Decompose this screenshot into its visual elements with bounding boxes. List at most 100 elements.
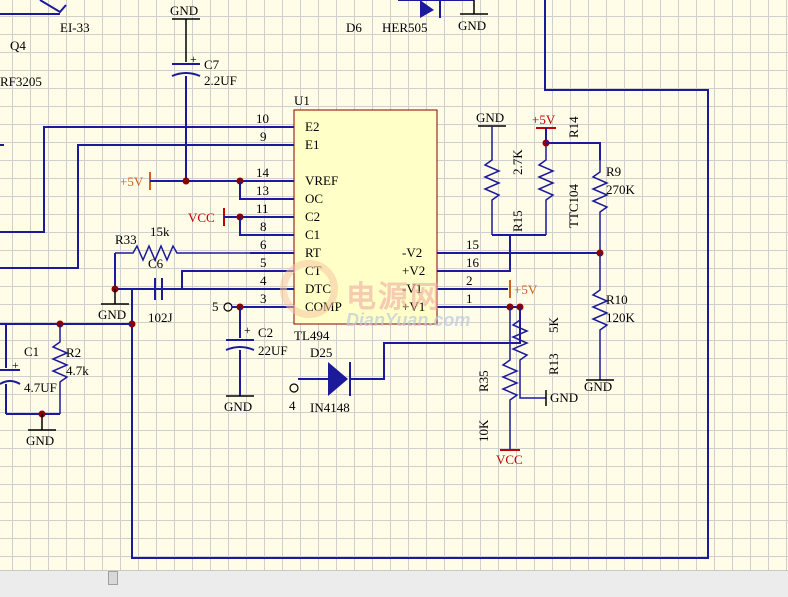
svg-text:RT: RT (305, 245, 321, 260)
q4-ref: Q4 (10, 38, 26, 53)
port-5[interactable]: 5 (212, 299, 233, 314)
r13-resistor: 5K R13 (511, 307, 561, 399)
c6-capacitor: C6 102J (115, 256, 250, 325)
r2-resistor: R2 4.7k (51, 324, 89, 414)
svg-text:8: 8 (260, 219, 267, 234)
r10-value: 120K (606, 310, 636, 325)
r9-ref: R9 (606, 164, 621, 179)
r9-value: 270K (606, 182, 636, 197)
wire-pin10 (0, 126, 250, 233)
c2-value: 22UF (258, 343, 288, 358)
r35-ref: R35 (476, 370, 491, 392)
gnd-r10: GND (584, 379, 614, 394)
svg-text:VREF: VREF (305, 173, 338, 188)
svg-text:+: + (190, 52, 197, 66)
r2-value: 4.7k (66, 363, 89, 378)
svg-text:-V2: -V2 (402, 245, 422, 260)
d25-ref: D25 (310, 345, 332, 360)
u1-part: TL494 (294, 328, 330, 343)
plus5v-vref: +5V (120, 172, 250, 190)
gnd-c6: GND (98, 289, 129, 322)
svg-text:E2: E2 (305, 119, 319, 134)
gnd-c7: GND (170, 3, 200, 62)
gnd-c2: GND (224, 395, 254, 414)
svg-text:-V1: -V1 (402, 281, 422, 296)
gnd-c1: GND (26, 414, 56, 448)
gnd-r15: GND (476, 110, 506, 127)
c6-ref: C6 (148, 256, 164, 271)
wire-pin9 (0, 144, 250, 269)
scroll-thumb[interactable] (108, 571, 118, 585)
gnd-label: GND (224, 399, 252, 414)
svg-text:C1: C1 (305, 227, 320, 242)
r9-resistor: R9 270K (591, 160, 636, 253)
r33-resistor: R33 15k (115, 224, 250, 262)
schematic-canvas[interactable]: Q4 RF3205 EI-33 D6 HER505 GND GND + C7 2… (0, 0, 788, 570)
svg-text:9: 9 (260, 129, 267, 144)
d25-diode: D25 IN4148 (298, 307, 521, 415)
c6-value: 102J (148, 310, 173, 325)
gnd-label: GND (550, 390, 578, 405)
c2-capacitor: + C2 22UF (225, 307, 288, 396)
svg-text:+V2: +V2 (402, 263, 425, 278)
svg-text:3: 3 (260, 291, 267, 306)
r15-resistor: 2.7K R15 (483, 126, 525, 235)
svg-text:16: 16 (466, 255, 480, 270)
c1-capacitor: + C1 4.7UF (0, 324, 57, 414)
port-4-label: 4 (289, 398, 296, 413)
horizontal-scrollbar[interactable] (0, 570, 788, 597)
c2-ref: C2 (258, 325, 273, 340)
vcc-label: VCC (496, 452, 523, 467)
svg-text:10: 10 (256, 111, 269, 126)
u1-ref: U1 (294, 93, 310, 108)
r13-ref: R13 (546, 353, 561, 375)
q4-part: RF3205 (0, 74, 42, 89)
r10-ref: R10 (606, 292, 628, 307)
ei33-label: EI-33 (60, 20, 90, 35)
gnd-label: GND (584, 379, 612, 394)
svg-text:5: 5 (260, 255, 267, 270)
svg-text:+: + (12, 358, 19, 372)
svg-text:C2: C2 (305, 209, 320, 224)
svg-text:+V1: +V1 (402, 299, 425, 314)
r15-ref: R15 (510, 210, 525, 232)
c1-value: 4.7UF (24, 380, 57, 395)
d6-diode: D6 HER505 (346, 0, 474, 35)
svg-text:14: 14 (256, 165, 270, 180)
vcc-label: VCC (188, 210, 215, 225)
plus5v-r14: +5V (532, 112, 556, 143)
r14-ref: R14 (566, 116, 581, 138)
r13-value: 5K (546, 317, 561, 334)
r35-value: 10K (476, 419, 491, 442)
r14-value: TTC104 (566, 183, 581, 228)
gnd-label: GND (170, 3, 198, 18)
r2-ref: R2 (66, 345, 81, 360)
port-4[interactable]: 4 (289, 383, 299, 413)
c7-value: 2.2UF (204, 73, 237, 88)
d6-part: HER505 (382, 20, 428, 35)
svg-text:11: 11 (256, 201, 269, 216)
svg-text:6: 6 (260, 237, 267, 252)
top-left-fragment: Q4 RF3205 EI-33 (0, 0, 90, 89)
svg-text:4: 4 (260, 273, 267, 288)
d25-part: IN4148 (310, 400, 350, 415)
svg-text:E1: E1 (305, 137, 319, 152)
tl494-schematic: Q4 RF3205 EI-33 D6 HER505 GND GND + C7 2… (0, 0, 709, 559)
gnd-label: GND (26, 433, 54, 448)
r33-ref: R33 (115, 232, 137, 247)
svg-text:COMP: COMP (305, 299, 342, 314)
c7-capacitor: + C7 2.2UF (171, 52, 237, 181)
r14-thermistor: R14 TTC104 (537, 116, 581, 235)
svg-text:2: 2 (466, 273, 473, 288)
d6-ref: D6 (346, 20, 362, 35)
svg-text:1: 1 (466, 291, 473, 306)
gnd-label: GND (476, 110, 504, 125)
svg-text:13: 13 (256, 183, 269, 198)
ic-right-pins: 15-V2 16+V2 2-V1 1+V1 (402, 237, 490, 314)
gnd-d6: GND (458, 0, 488, 33)
c1-ref: C1 (24, 344, 39, 359)
r15-value: 2.7K (510, 149, 525, 175)
port-5-label: 5 (212, 299, 219, 314)
gnd-label: GND (458, 18, 486, 33)
